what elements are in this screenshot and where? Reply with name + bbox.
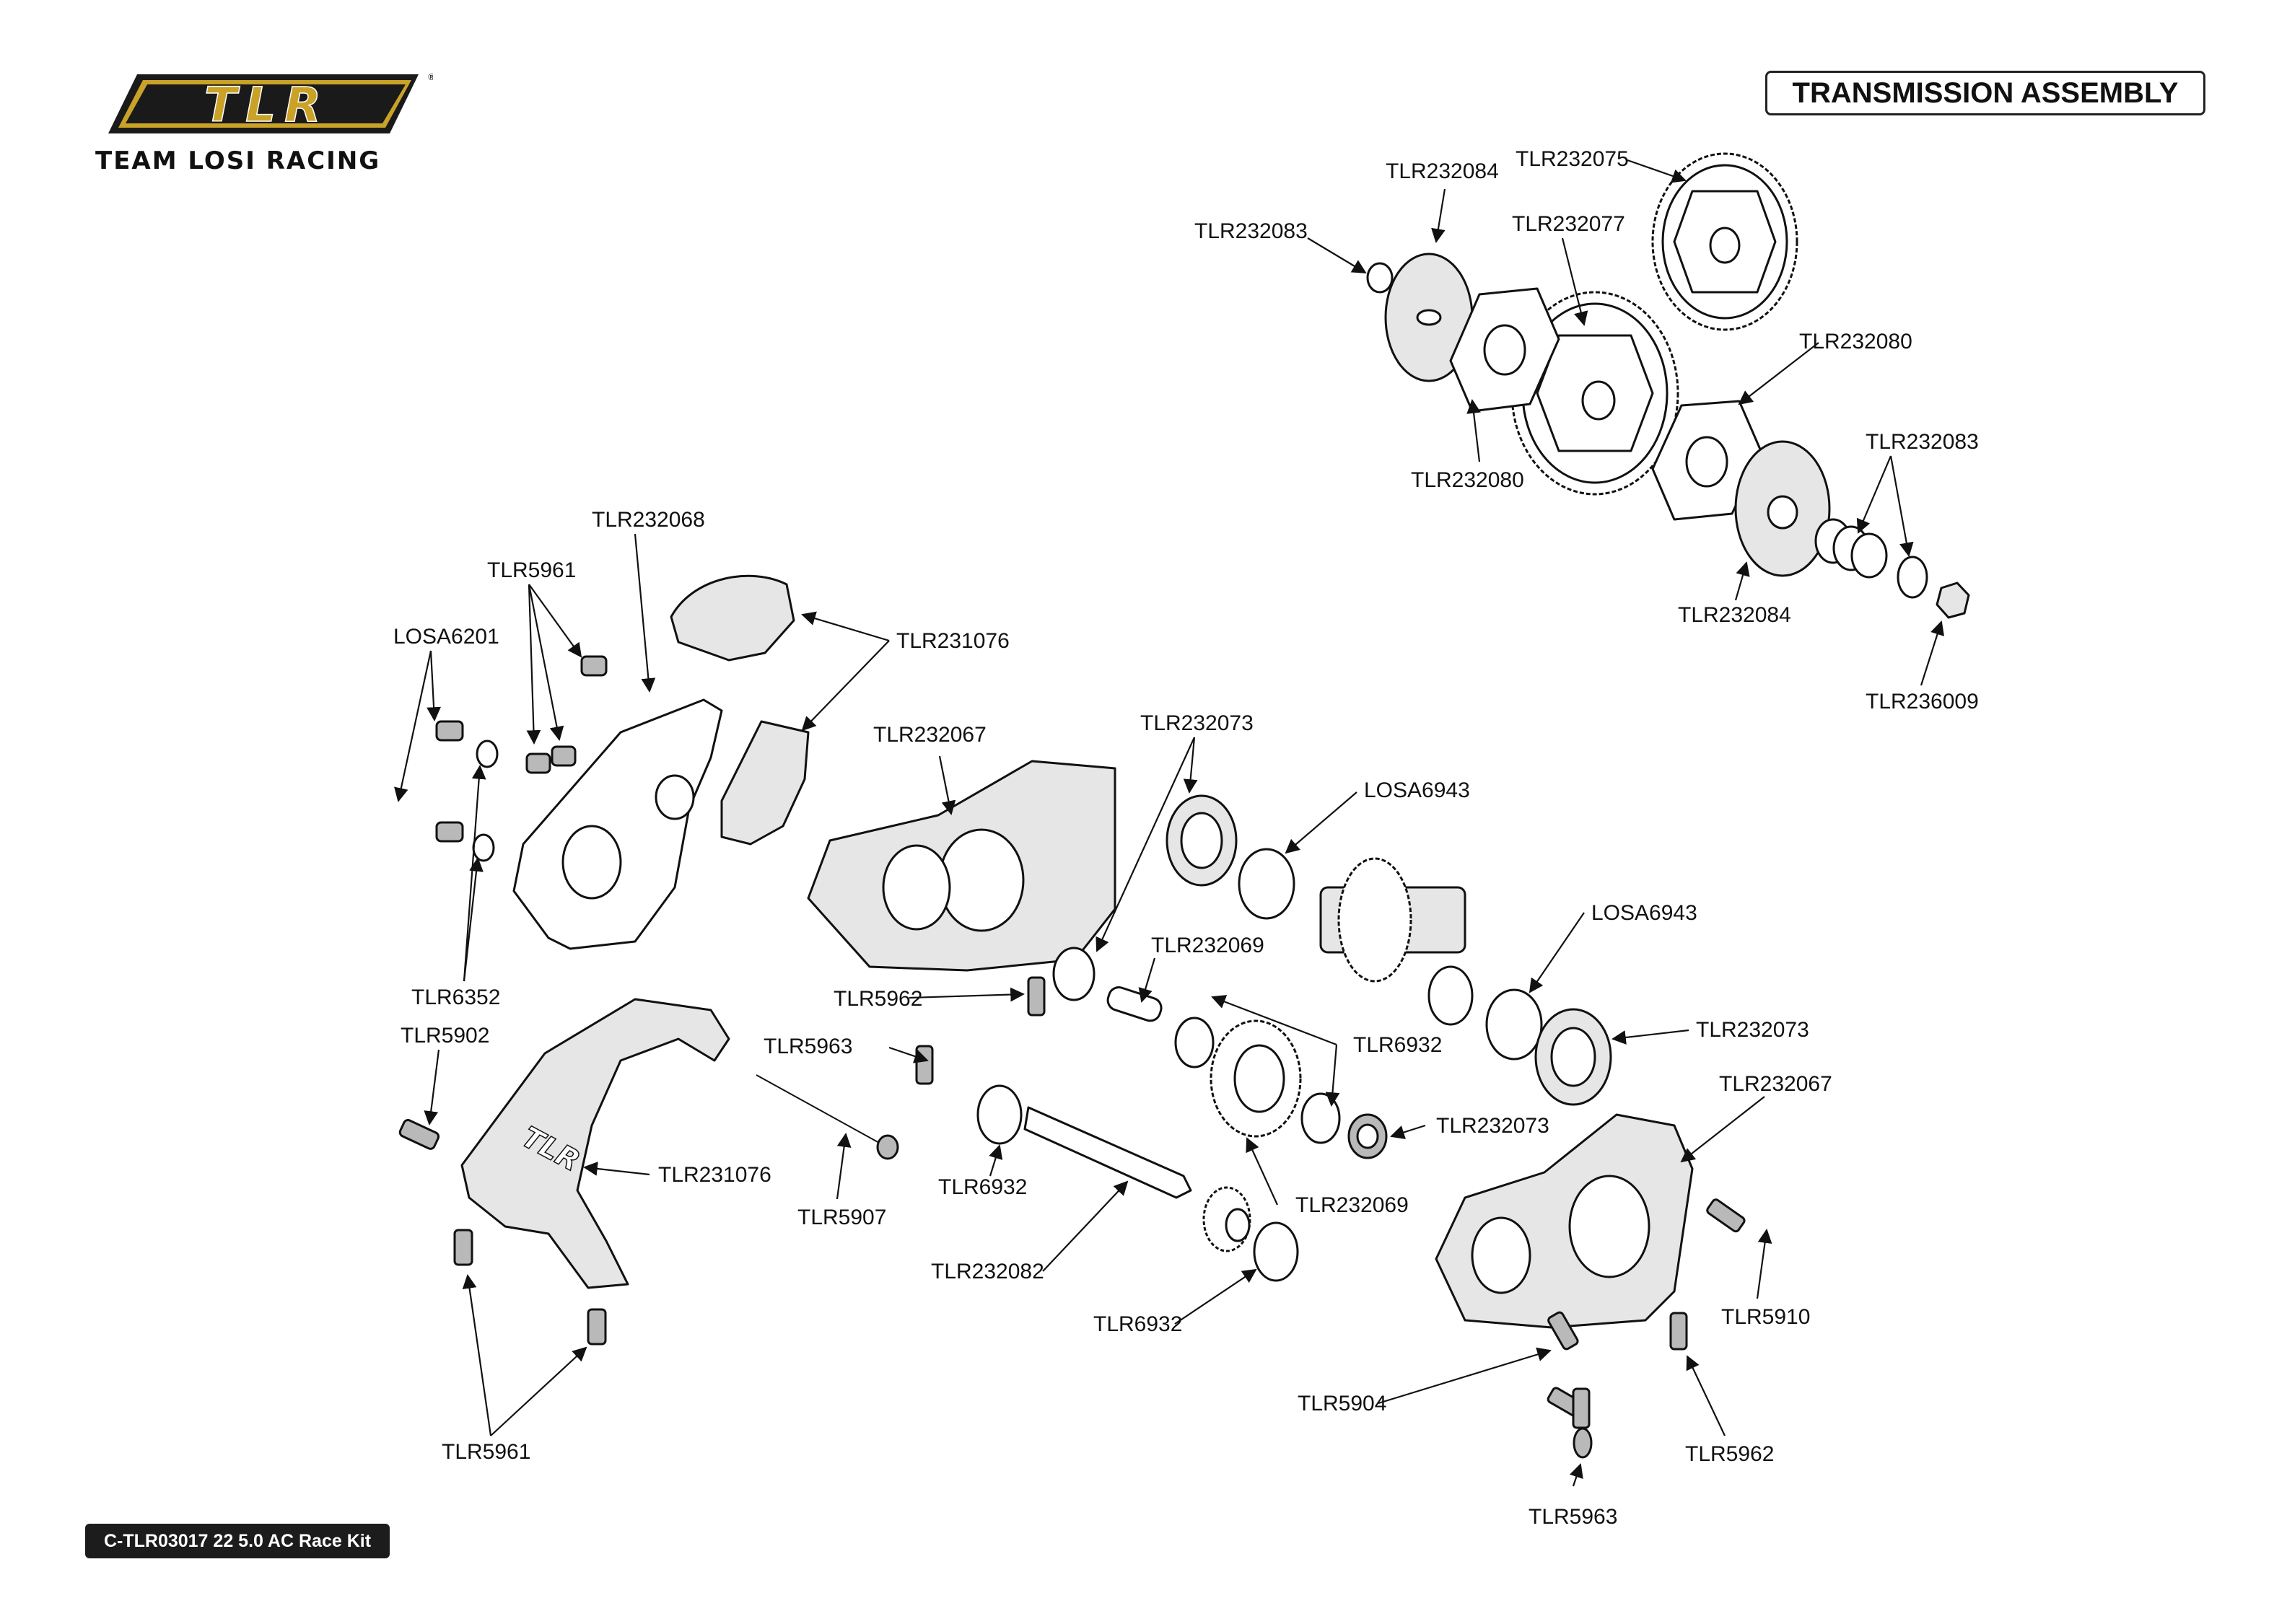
callout-9: TLR236009	[1866, 690, 1979, 714]
top-shaft-bearing-1	[976, 1084, 1023, 1145]
callout-11: TLR5961	[487, 558, 576, 582]
case-right-bore-2	[1471, 1216, 1531, 1294]
slipper-pad-1-hole	[1483, 324, 1526, 376]
small-screws-left	[435, 655, 608, 843]
diff-bearing-1	[1238, 848, 1295, 920]
idler-gear	[1210, 1019, 1302, 1138]
callout-24: TLR232073	[1696, 1018, 1809, 1042]
callout-10: TLR232068	[592, 508, 705, 532]
top-shaft-bearing-2	[1253, 1221, 1299, 1282]
callout-4: TLR232077	[1512, 212, 1625, 236]
callout-19: TLR6352	[411, 986, 500, 1009]
bushing-top	[1366, 262, 1394, 294]
case-left-bore-2	[882, 844, 951, 931]
callout-21: TLR5902	[401, 1024, 489, 1048]
callout-labels: TLR232084 TLR232075 TLR232083 TLR232077 …	[393, 147, 1979, 1529]
case-right-bore	[1568, 1175, 1650, 1278]
tlr-logo-letters: TLR	[204, 77, 330, 133]
callout-1: TLR232084	[1386, 159, 1499, 183]
motor-mount-brace	[460, 998, 730, 1289]
callout-26: TLR232073	[1436, 1114, 1549, 1138]
svg-text:®: ®	[427, 72, 433, 82]
callout-20: TLR5962	[834, 987, 922, 1011]
callout-18: LOSA6943	[1591, 901, 1697, 925]
long-screw	[756, 1074, 881, 1144]
brace-screw	[398, 1119, 440, 1150]
long-screw-head	[876, 1134, 899, 1160]
callout-33: TLR5910	[1721, 1305, 1810, 1329]
callout-7: TLR232083	[1866, 430, 1979, 454]
motor-plate	[512, 698, 723, 950]
callout-16: LOSA6943	[1364, 778, 1470, 802]
gear-cover-bottom	[720, 720, 810, 846]
pinion-gear	[1202, 1186, 1251, 1252]
tlr-tagline: TEAM LOSI RACING	[95, 146, 381, 175]
callout-5: TLR232080	[1799, 330, 1912, 354]
top-shaft	[1023, 1106, 1192, 1199]
diff-bearing-2	[1485, 988, 1543, 1061]
slipper-washer	[1897, 556, 1928, 599]
callout-8: TLR232084	[1678, 603, 1791, 627]
tlr-logo: TLR ® TEAM LOSI RACING	[79, 69, 440, 177]
spur-gear-outer	[1651, 152, 1798, 331]
callout-6: TLR232080	[1411, 468, 1524, 492]
callout-12: LOSA6201	[393, 625, 499, 649]
callout-2: TLR232075	[1516, 147, 1629, 171]
page-title: TRANSMISSION ASSEMBLY	[1765, 71, 2205, 115]
callout-36: TLR5961	[442, 1440, 530, 1464]
slipper-springs	[1814, 518, 1888, 579]
callout-17: TLR232069	[1151, 934, 1264, 957]
callout-14: TLR232067	[873, 723, 987, 747]
transmission-case-right	[1435, 1113, 1694, 1329]
case-bearing-small	[1052, 947, 1096, 1001]
callout-13: TLR231076	[896, 629, 1010, 653]
callout-31: TLR232082	[931, 1260, 1044, 1283]
leader-lines	[394, 159, 1945, 1487]
idler-cap	[1347, 1113, 1388, 1159]
callout-32: TLR6932	[1093, 1312, 1182, 1336]
callout-29: TLR6932	[938, 1175, 1027, 1199]
motor-plate-hole-small	[655, 774, 695, 820]
callout-37: TLR5963	[1529, 1505, 1617, 1529]
callout-34: TLR5904	[1298, 1392, 1386, 1415]
diff-bearing-outer-1-bore	[1180, 812, 1223, 869]
slipper-plate-rear	[1734, 440, 1831, 577]
callout-15: TLR232073	[1140, 711, 1254, 735]
center-screw-shank	[1573, 1427, 1593, 1459]
locknut	[1936, 581, 1970, 619]
callout-28: TLR5907	[797, 1206, 886, 1229]
slipper-plate-front	[1384, 253, 1474, 382]
gear-cover-top	[670, 574, 795, 662]
slipper-pad-2-hole	[1685, 436, 1728, 488]
callout-30: TLR232069	[1295, 1193, 1409, 1217]
diff-bearing-outer-2-bore	[1550, 1027, 1596, 1087]
callout-22: TLR5963	[764, 1035, 852, 1058]
callout-25: TLR232067	[1719, 1072, 1832, 1096]
idler-bearing-1	[1174, 1017, 1215, 1068]
callout-35: TLR5962	[1685, 1442, 1774, 1466]
callout-27: TLR231076	[658, 1163, 771, 1187]
motor-plate-hole	[561, 825, 622, 900]
callout-3: TLR232083	[1194, 219, 1308, 243]
kit-code-badge: C-TLR03017 22 5.0 AC Race Kit	[85, 1524, 390, 1558]
differential	[1319, 857, 1474, 1026]
idler-shaft	[1106, 986, 1163, 1022]
callout-23: TLR6932	[1353, 1033, 1442, 1057]
case-left-bore	[938, 828, 1025, 932]
idler-bearing-2	[1300, 1092, 1341, 1144]
small-washers-left	[472, 739, 499, 862]
tlr-logo-mark: TLR ®	[108, 72, 433, 133]
